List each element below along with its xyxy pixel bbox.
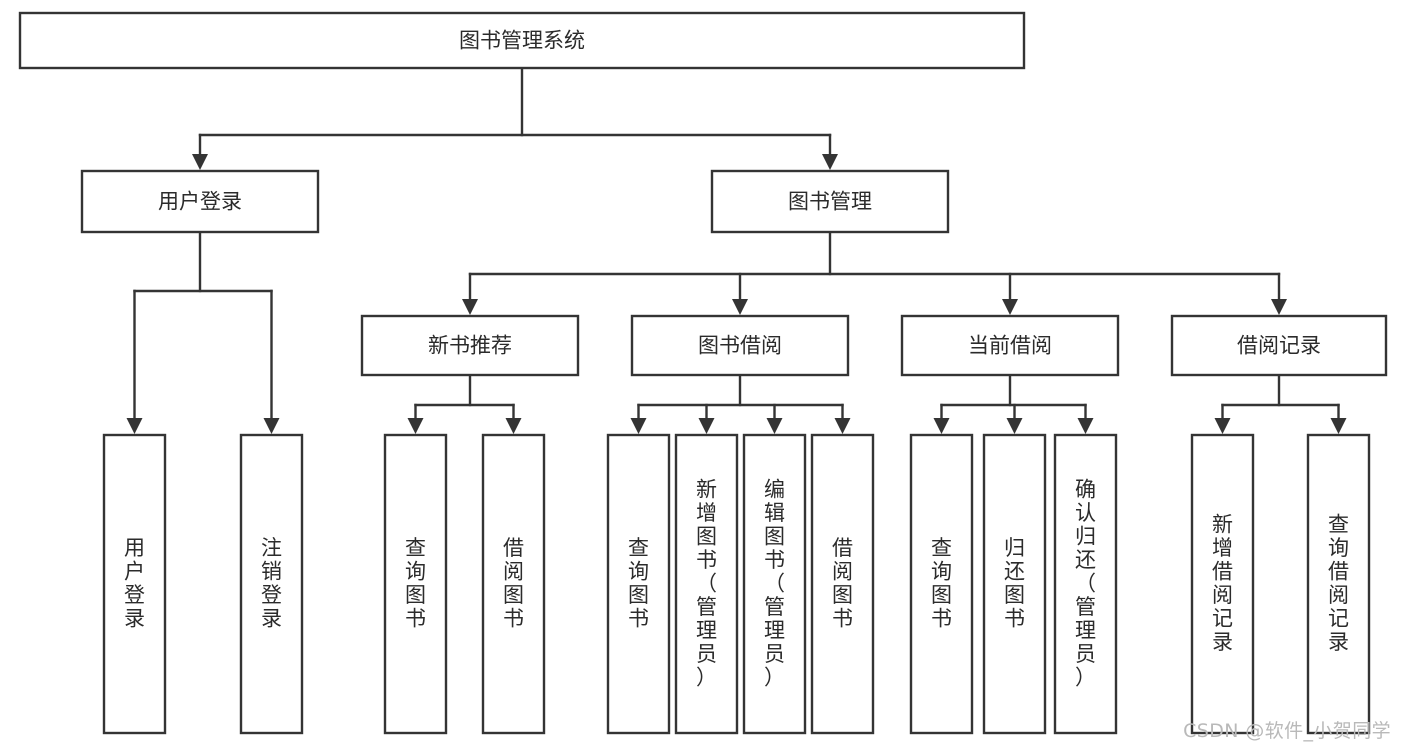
node-box[interactable]	[383, 433, 448, 735]
arrow-head-icon	[1214, 418, 1231, 434]
node-label: 归还图书	[1004, 536, 1025, 631]
node-box[interactable]	[1053, 433, 1118, 735]
node-l13[interactable]: 查询借阅记录	[1306, 433, 1371, 735]
node-l8[interactable]: 借阅图书	[810, 433, 875, 735]
node-login[interactable]: 用户登录	[80, 169, 320, 234]
arrow-head-icon	[822, 154, 838, 170]
arrow-head-icon	[462, 299, 478, 315]
node-box[interactable]	[481, 433, 546, 735]
node-label: 图书管理	[788, 190, 872, 214]
node-label: 查询图书	[405, 536, 426, 631]
node-label: 新增借阅记录	[1212, 513, 1233, 655]
node-label: 注销登录	[261, 536, 282, 631]
arrow-head-icon	[1002, 299, 1018, 315]
node-box[interactable]	[102, 433, 167, 735]
arrow-head-icon	[1077, 418, 1094, 434]
arrow-head-icon	[407, 418, 424, 434]
node-label: 借阅图书	[832, 536, 853, 631]
node-l7[interactable]: 编辑图书（管理员）	[742, 433, 807, 735]
node-box[interactable]	[360, 314, 580, 377]
node-l11[interactable]: 确认归还（管理员）	[1053, 433, 1118, 735]
node-box[interactable]	[239, 433, 304, 735]
arrow-head-icon	[933, 418, 950, 434]
node-layer: 图书管理系统用户登录图书管理新书推荐图书借阅当前借阅借阅记录用户登录注销登录查询…	[18, 11, 1388, 735]
connector-group	[126, 230, 280, 434]
node-box[interactable]	[18, 11, 1026, 70]
connector-group	[407, 373, 522, 434]
node-label: 编辑图书（管理员）	[764, 477, 785, 689]
node-box[interactable]	[810, 433, 875, 735]
node-l3[interactable]: 查询图书	[383, 433, 448, 735]
node-borrow[interactable]: 图书借阅	[630, 314, 850, 377]
node-records[interactable]: 借阅记录	[1170, 314, 1388, 377]
connector-group	[933, 373, 1094, 434]
node-label: 新书推荐	[428, 334, 512, 358]
node-label: 查询图书	[931, 536, 952, 631]
node-label: 用户登录	[124, 536, 145, 631]
arrow-head-icon	[698, 418, 715, 434]
node-label: 图书管理系统	[459, 29, 585, 53]
connector-group	[462, 230, 1287, 315]
node-label: 借阅记录	[1237, 334, 1321, 358]
node-label: 查询图书	[628, 536, 649, 631]
arrow-head-icon	[1330, 418, 1347, 434]
node-box[interactable]	[630, 314, 850, 377]
node-l10[interactable]: 归还图书	[982, 433, 1047, 735]
arrow-head-icon	[630, 418, 647, 434]
node-box[interactable]	[982, 433, 1047, 735]
connector-group	[1214, 373, 1347, 434]
node-l2[interactable]: 注销登录	[239, 433, 304, 735]
node-label: 查询借阅记录	[1328, 513, 1349, 655]
node-box[interactable]	[742, 433, 807, 735]
node-label: 当前借阅	[968, 334, 1052, 358]
node-l6[interactable]: 新增图书（管理员）	[674, 433, 739, 735]
node-newbook[interactable]: 新书推荐	[360, 314, 580, 377]
connector-group	[192, 66, 838, 170]
arrow-head-icon	[1006, 418, 1023, 434]
node-box[interactable]	[80, 169, 320, 234]
arrow-head-icon	[505, 418, 522, 434]
arrow-head-icon	[834, 418, 851, 434]
node-box[interactable]	[1170, 314, 1388, 377]
node-root[interactable]: 图书管理系统	[18, 11, 1026, 70]
node-label: 新增图书（管理员）	[696, 477, 717, 689]
arrow-head-icon	[263, 418, 280, 434]
node-l9[interactable]: 查询图书	[909, 433, 974, 735]
arrow-head-icon	[732, 299, 748, 315]
node-label: 图书借阅	[698, 334, 782, 358]
node-current[interactable]: 当前借阅	[900, 314, 1120, 377]
node-box[interactable]	[674, 433, 739, 735]
node-box[interactable]	[1190, 433, 1255, 735]
connector-group	[630, 373, 851, 434]
node-box[interactable]	[909, 433, 974, 735]
connector-layer	[126, 66, 1347, 434]
node-box[interactable]	[1306, 433, 1371, 735]
node-l12[interactable]: 新增借阅记录	[1190, 433, 1255, 735]
node-label: 确认归还（管理员）	[1075, 477, 1096, 689]
arrow-head-icon	[126, 418, 143, 434]
node-box[interactable]	[900, 314, 1120, 377]
arrow-head-icon	[192, 154, 208, 170]
arrow-head-icon	[1271, 299, 1287, 315]
node-box[interactable]	[606, 433, 671, 735]
node-l1[interactable]: 用户登录	[102, 433, 167, 735]
arrow-head-icon	[766, 418, 783, 434]
node-label: 用户登录	[158, 190, 242, 214]
node-bookmgmt[interactable]: 图书管理	[710, 169, 950, 234]
node-l4[interactable]: 借阅图书	[481, 433, 546, 735]
node-l5[interactable]: 查询图书	[606, 433, 671, 735]
node-label: 借阅图书	[503, 536, 524, 631]
node-box[interactable]	[710, 169, 950, 234]
